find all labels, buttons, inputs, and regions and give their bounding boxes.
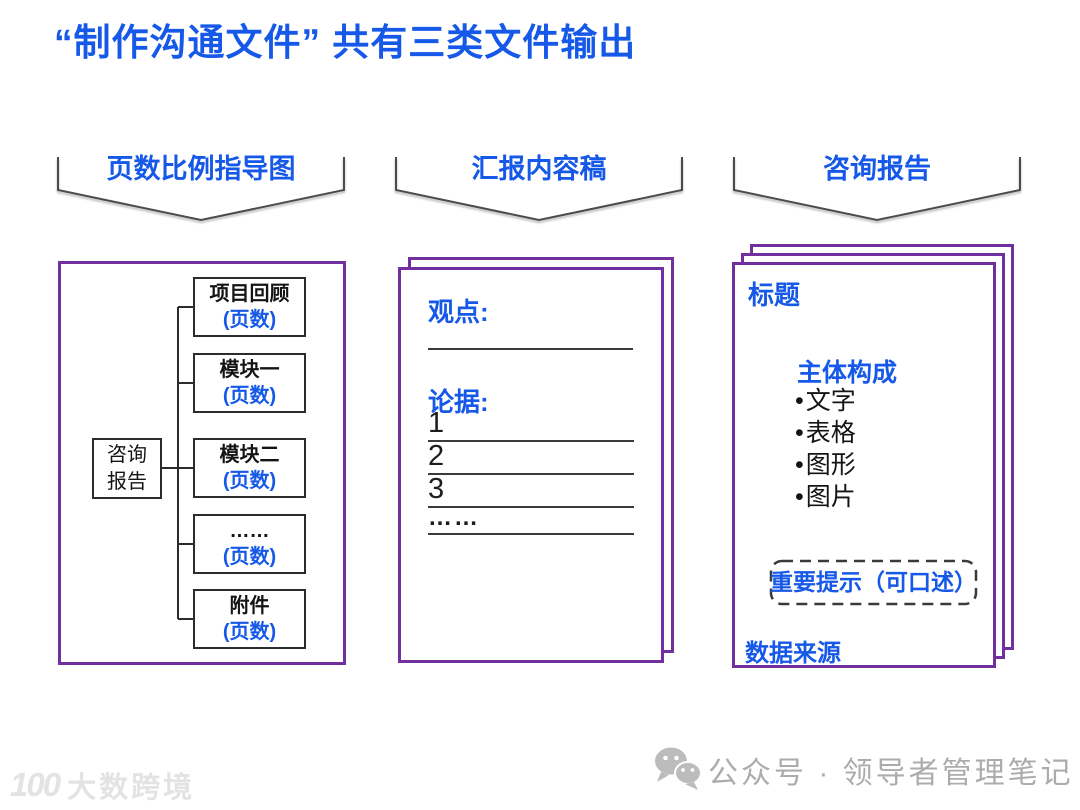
evidence-label: 论据: <box>428 387 489 417</box>
tree-node-module-1: 模块一 (页数) <box>193 353 306 413</box>
bullet-image: 图片 <box>795 481 856 513</box>
chevron-banner-shape-3 <box>733 157 1021 222</box>
watermark-logo: 100 <box>10 766 61 803</box>
body-composition-label: 主体构成 <box>797 359 898 387</box>
root-node-line1: 咨询 <box>107 444 147 467</box>
node-pages: (页数) <box>222 309 277 331</box>
watermark-name: 大数跨境 <box>67 772 196 804</box>
bullet-table: 表格 <box>795 417 856 449</box>
node-pages: (页数) <box>222 385 277 407</box>
body-bullet-list: 文字 表格 图形 图片 <box>795 385 856 513</box>
tree-root-node: 咨询 报告 <box>92 438 162 499</box>
root-node-line2: 报告 <box>107 470 147 493</box>
chevron-banner-shape-2 <box>395 157 683 222</box>
wechat-icon <box>655 747 702 790</box>
draft-front-page: 观点: 论据: 1 2 3 …… <box>398 267 664 663</box>
dashed-border <box>769 559 978 606</box>
banner-label-page-ratio-guide: 页数比例指导图 <box>106 154 296 184</box>
tree-connector-lines <box>162 306 194 620</box>
banner-label-consulting-report: 咨询报告 <box>823 154 931 184</box>
report-title-label: 标题 <box>748 280 801 310</box>
evidence-item-3: 3 <box>428 473 634 508</box>
tree-node-module-2: 模块二 (页数) <box>193 438 306 498</box>
evidence-item-2: 2 <box>428 440 634 475</box>
node-label: …… <box>229 519 270 542</box>
tree-node-ellipsis: …… (页数) <box>193 514 306 574</box>
important-note-box: 重要提示（可口述） <box>769 559 978 606</box>
node-label: 附件 <box>229 594 270 617</box>
bullet-figure: 图形 <box>795 449 856 481</box>
viewpoint-label: 观点: <box>428 297 489 327</box>
node-pages: (页数) <box>222 621 277 643</box>
watermark: 100 大数跨境 <box>10 764 195 806</box>
tree-node-appendix: 附件 (页数) <box>193 589 306 649</box>
slide-title: “制作沟通文件” 共有三类文件输出 <box>54 22 637 63</box>
evidence-item-1: 1 <box>428 407 634 442</box>
account-name: 公众号 · 领导者管理笔记 <box>708 757 1074 790</box>
data-source-label: 数据来源 <box>745 640 841 667</box>
important-note-text: 重要提示（可口述） <box>770 569 977 595</box>
node-pages: (页数) <box>222 546 277 568</box>
tree-node-project-review: 项目回顾 (页数) <box>193 277 306 337</box>
banner-label-report-content-draft: 汇报内容稿 <box>471 154 607 184</box>
node-pages: (页数) <box>222 470 277 492</box>
node-label: 模块一 <box>219 358 280 381</box>
evidence-item-ellipsis: …… <box>428 503 634 535</box>
bullet-text: 文字 <box>795 385 856 417</box>
node-label: 模块二 <box>219 443 280 466</box>
report-front-page: 标题 主体构成 文字 表格 图形 图片 重要提示（可口述） 数据来源 <box>732 262 996 668</box>
chevron-banner-shape-1 <box>57 157 345 222</box>
node-label: 项目回顾 <box>209 282 290 305</box>
viewpoint-underline <box>428 348 633 350</box>
